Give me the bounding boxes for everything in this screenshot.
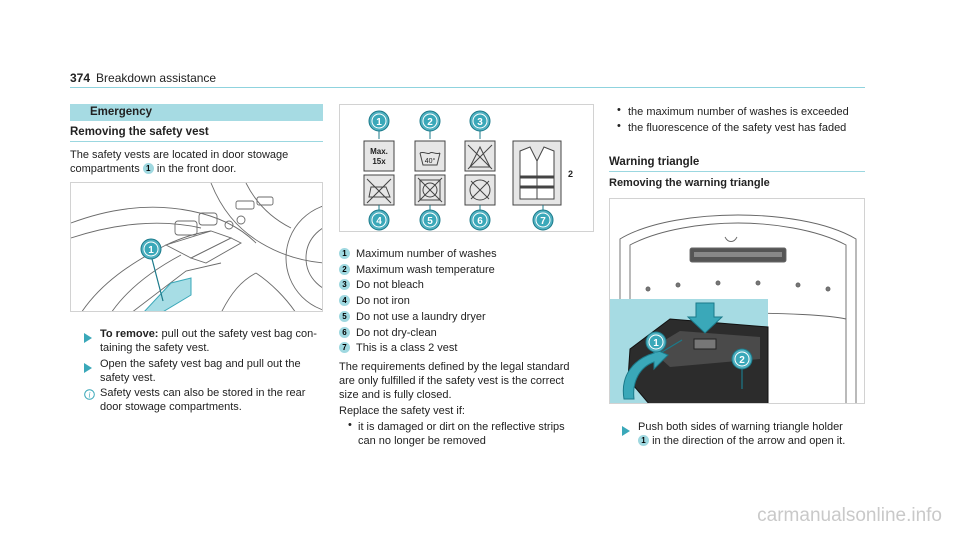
legend-text: Do not iron xyxy=(356,295,410,308)
door-panel-illustration: 1 xyxy=(71,183,322,311)
para-1-line-2: are only fulfilled if the safety vest is… xyxy=(339,375,564,387)
legend-text: Do not dry-clean xyxy=(356,326,437,339)
triangle-callout-1: 1 xyxy=(653,338,659,349)
legend-text: This is a class 2 vest xyxy=(356,342,458,355)
symbol-callout-7: 7 xyxy=(540,216,546,227)
step-2-line-1: Open the safety vest bag and pull out th… xyxy=(100,358,301,370)
heading-rule-right xyxy=(609,171,865,172)
safety-vest-heading: Removing the safety vest xyxy=(70,126,209,138)
para-1-line-3: size and is fully closed. xyxy=(339,389,452,401)
section-title: Breakdown assistance xyxy=(96,71,217,85)
info-icon: i xyxy=(84,387,95,405)
legend-text: Maximum number of washes xyxy=(356,248,497,260)
right-step-line-1: Push both sides of warning triangle hold… xyxy=(638,421,843,433)
para-2: Replace the safety vest if: xyxy=(339,405,465,417)
intro-line-1: The safety vests are located in door sto… xyxy=(70,149,289,161)
symbol-callout-1: 1 xyxy=(376,117,382,128)
symbol-callout-6: 6 xyxy=(477,216,483,227)
legend-badge: 7 xyxy=(339,342,350,354)
header-rule xyxy=(70,87,865,88)
trunk-lid-illustration: 1 2 xyxy=(610,214,857,403)
legend-item: 3 Do not bleach xyxy=(339,278,424,292)
legend-text: Do not use a laundry dryer xyxy=(356,310,486,323)
triangle-callout-2: 2 xyxy=(739,355,745,366)
step-1-arrow xyxy=(84,330,92,348)
heading-rule xyxy=(70,141,323,142)
legend-badge: 6 xyxy=(339,326,350,338)
bullet-1-line-2: can no longer be removed xyxy=(358,435,486,447)
symbol-callout-2: 2 xyxy=(427,117,433,128)
warning-triangle-figure: 1 2 xyxy=(609,198,865,404)
bullet-1-line-1: it is damaged or dirt on the reflective … xyxy=(358,421,565,433)
legend-badge: 5 xyxy=(339,310,350,322)
warning-triangle-heading: Warning triangle xyxy=(609,156,700,168)
step-1-line-1: To remove: pull out the safety vest bag … xyxy=(100,328,317,340)
legend-item: 1 Maximum number of washes xyxy=(339,247,497,261)
right-step-line-2: 1 in the direction of the arrow and open… xyxy=(638,434,845,448)
legend-item: 7 This is a class 2 vest xyxy=(339,341,457,355)
max-washes-label-1: Max. xyxy=(370,147,388,156)
callout-badge: 1 xyxy=(142,163,154,174)
care-symbols-figure: 1 2 3 Max. 15x 40° xyxy=(339,104,594,232)
figure-callout-1: 1 xyxy=(148,245,154,256)
symbol-callout-5: 5 xyxy=(427,216,433,227)
note-line-1: Safety vests can also be stored in the r… xyxy=(100,387,306,399)
legend-badge: 3 xyxy=(339,279,350,291)
page-number: 374 xyxy=(70,71,91,85)
max-washes-label-2: 15x xyxy=(372,157,386,166)
legend-item: 5 Do not use a laundry dryer xyxy=(339,310,486,324)
legend-badge: 1 xyxy=(339,248,350,259)
bullet-1-dot: • xyxy=(348,419,352,431)
bullet-2: the maximum number of washes is exceeded xyxy=(628,106,849,118)
legend-text: Maximum wash temperature xyxy=(356,263,495,276)
legend-item: 4 Do not iron xyxy=(339,294,410,308)
watermark: carmanualsonline.info xyxy=(757,505,942,526)
door-stowage-figure: 1 xyxy=(70,182,323,312)
vest-class-label: 2 xyxy=(568,169,573,179)
symbol-callout-4: 4 xyxy=(376,216,382,227)
symbol-callout-3: 3 xyxy=(477,117,483,128)
legend-item: 6 Do not dry-clean xyxy=(339,326,437,340)
step-2-line-2: safety vest. xyxy=(100,372,156,384)
remove-triangle-subheading: Removing the warning triangle xyxy=(609,177,770,189)
bullet-2-dot: • xyxy=(617,104,621,116)
step-1-line-2: taining the safety vest. xyxy=(100,342,210,354)
legend-badge: 2 xyxy=(339,263,350,275)
legend-item: 2 Maximum wash temperature xyxy=(339,263,495,277)
emergency-bar: Emergency xyxy=(70,104,323,121)
right-step-arrow xyxy=(622,423,630,441)
legend-text: Do not bleach xyxy=(356,279,424,292)
wash-temp-label: 40° xyxy=(425,157,436,165)
bullet-3-dot: • xyxy=(617,120,621,132)
svg-text:i: i xyxy=(88,391,90,400)
care-symbols-illustration: 1 2 3 Max. 15x 40° xyxy=(363,110,573,231)
intro-line-2: compartments 1 in the front door. xyxy=(70,163,237,175)
para-1-line-1: The requirements defined by the legal st… xyxy=(339,361,570,373)
legend-badge: 4 xyxy=(339,295,350,307)
step-2-arrow xyxy=(84,360,92,378)
bullet-3: the fluorescence of the safety vest has … xyxy=(628,122,847,134)
note-line-2: door stowage compartments. xyxy=(100,401,242,413)
holder-callout-badge: 1 xyxy=(638,435,649,446)
page-header: 374 Breakdown assistance xyxy=(70,71,216,85)
